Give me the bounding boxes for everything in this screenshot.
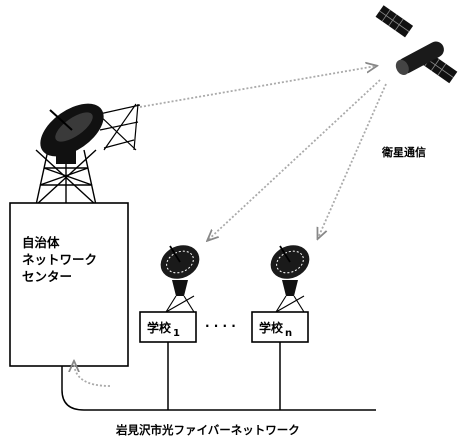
school-n-dish-icon	[270, 245, 310, 313]
satellite-label: 衛星通信	[381, 145, 426, 159]
center-dish-icon	[35, 103, 141, 206]
satellite-links	[74, 66, 387, 387]
svg-text:学校n: 学校n	[259, 320, 292, 339]
fiber-network-lines	[61, 342, 376, 411]
school-1-label: 学校	[147, 320, 172, 335]
school-1-box	[139, 311, 197, 343]
schools-ellipsis: · · · ·	[205, 319, 236, 333]
fiber-network-label: 岩見沢市光ファイバーネットワーク	[115, 423, 300, 437]
center-label-line2: ネットワーク	[22, 252, 97, 267]
center-label-line1: 自治体	[22, 235, 60, 250]
network-center-box	[9, 202, 129, 367]
school-1-subscript: 1	[173, 328, 180, 339]
school-n-subscript: n	[285, 328, 292, 339]
svg-text:学校1: 学校1	[147, 320, 180, 339]
school-1-dish-icon	[160, 245, 200, 313]
center-label-line3: センター	[22, 269, 72, 284]
satellite-icon	[375, 5, 458, 84]
school-n-label: 学校	[259, 320, 284, 335]
school-n-box	[251, 311, 309, 343]
